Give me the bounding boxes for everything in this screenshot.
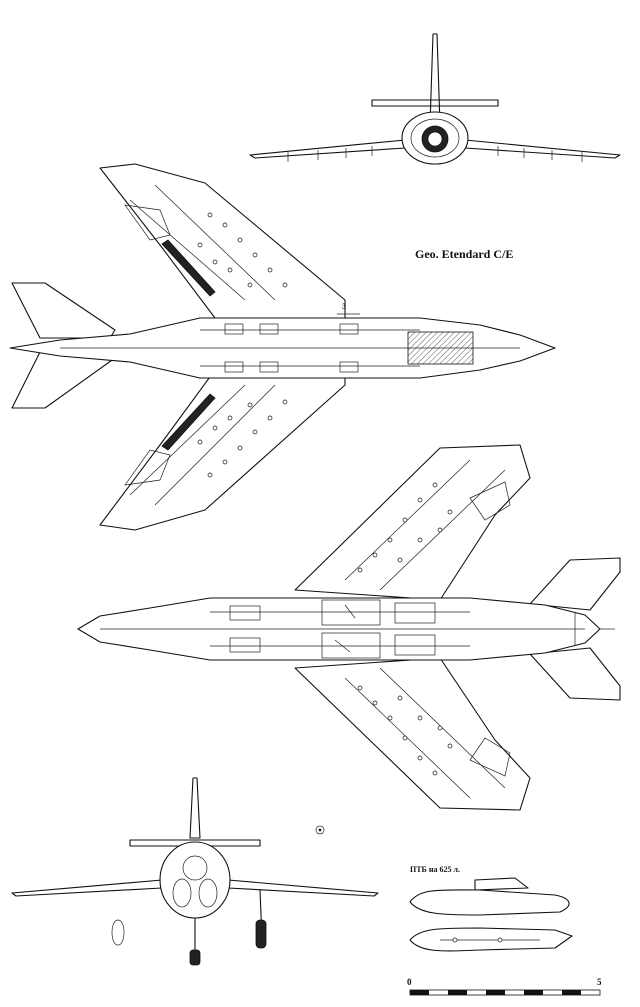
tank-caption: ПТБ на 625 л. — [410, 865, 460, 874]
top-cockpit-canopy — [407, 331, 474, 365]
tank-pylon — [474, 877, 529, 891]
front-stabilizer — [371, 99, 499, 107]
front-pylons — [287, 146, 583, 162]
top-view: 3 — [9, 163, 556, 531]
bottom-tail-upper — [529, 557, 621, 611]
front-fin — [429, 33, 441, 126]
top-tail-upper — [11, 282, 116, 339]
center-mark-symbol — [315, 825, 325, 835]
front2-nose-wheel — [189, 949, 201, 966]
tank-side-view — [409, 889, 570, 916]
front-view — [249, 33, 621, 165]
bottom-tail-lower — [529, 647, 621, 701]
scale-end-label: 5 — [597, 977, 602, 987]
drawing-title: Geo. Etendard C/E — [415, 247, 513, 261]
front-left-wing — [249, 139, 406, 159]
front2-left-wing — [11, 879, 163, 897]
front2-store — [111, 919, 125, 946]
front2-main-wheel — [255, 919, 267, 949]
top-wing-lower — [99, 369, 346, 531]
front2-stabilizer — [129, 839, 261, 847]
top-wing-upper — [99, 163, 346, 319]
front-view-gear-down — [11, 777, 379, 966]
tank-top-view — [409, 927, 573, 952]
top-tail-lower — [11, 351, 116, 409]
top-lower-roundel-band — [161, 393, 216, 451]
bottom-wing-upper — [294, 444, 531, 601]
front-right-wing — [464, 139, 621, 159]
drop-tank: ПТБ на 625 л. — [409, 865, 573, 952]
bottom-wing-lower — [294, 657, 531, 811]
front2-fin — [189, 777, 201, 839]
bottom-view — [77, 444, 621, 811]
scale-start-label: 0 — [407, 977, 412, 987]
scale-bar: 0 5 — [407, 977, 602, 996]
top-upper-roundel-band — [161, 239, 216, 297]
section-marker: 3 — [342, 302, 346, 311]
front2-right-wing — [227, 879, 379, 897]
